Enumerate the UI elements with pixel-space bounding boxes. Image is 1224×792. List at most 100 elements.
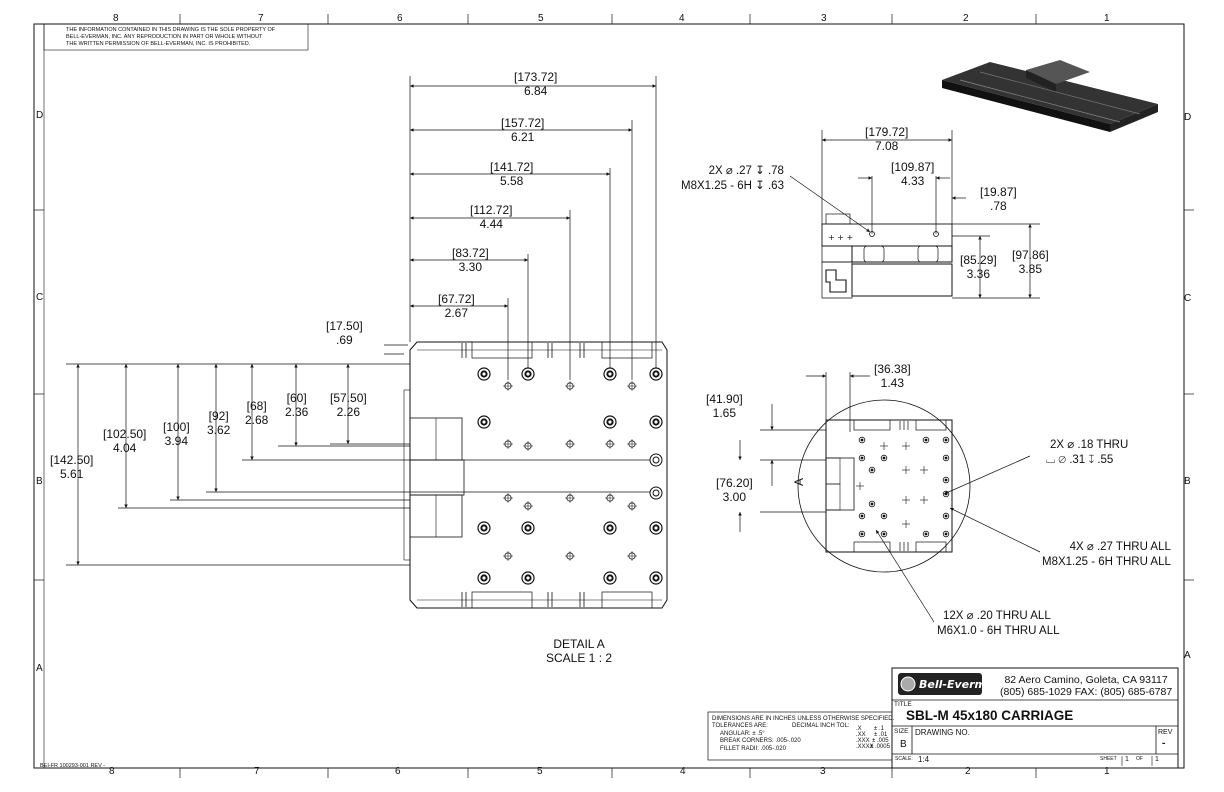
zone-row-right-d: D [1184,112,1192,123]
zone-col-bottom-4: 4 [680,766,686,777]
dim-in: 6.21 [511,130,535,144]
dim-19-87: [19.87].78 [980,185,1017,213]
callout-20-thru: 12X ⌀ .20 THRU ALL M6X1.0 - 6H THRU ALL [937,609,1060,639]
section-label-a: A [792,477,807,487]
dim-in: 5.58 [500,174,524,188]
callout-line-1: 4X ⌀ .27 THRU ALL [1069,541,1171,553]
tol-xx-value: ± .01 [874,732,888,738]
dim-mm: [67.72] [438,292,475,306]
dim-173-72: [173.72]6.84 [514,70,557,98]
side-hole-callout: 2X ⌀ .27 ↧ .78 M8X1.25 - 6H ↧ .63 [681,164,784,194]
dim-85-29: [85.29]3.36 [960,253,997,281]
dim-17-50: [17.50].69 [326,319,363,347]
dim-in: 4.04 [113,441,137,455]
zone-col-bottom-6: 6 [395,766,401,777]
dim-100: [100]3.94 [163,420,190,448]
dim-mm: [97.86] [1012,248,1049,262]
callout-line-2: M8X1.25 - 6H THRU ALL [1042,556,1171,568]
dim-in: 5.61 [60,467,84,481]
dim-mm: [36.38] [874,362,911,376]
company-logo: Bell-Everman [919,678,1002,691]
tolerance-fillet: FILLET RADII: .005-.020 [720,746,786,752]
dim-in: .69 [336,333,353,347]
rev-label: REV [1158,729,1173,736]
form-number: BEI-FR 100293-001 REV - [40,763,106,769]
company-address: 82 Aero Camino, Goleta, CA 93117 [1004,674,1168,686]
detail-label: DETAIL A SCALE 1 : 2 [546,637,612,665]
dim-mm: [112.72] [470,203,513,217]
tolerance-line-1: DIMENSIONS ARE IN INCHES UNLESS OTHERWIS… [712,716,895,722]
detail-scale: SCALE 1 : 2 [546,651,613,665]
dim-in: 3.30 [458,260,483,274]
dim-mm: [19.87] [980,185,1017,199]
zone-col-bottom-5: 5 [537,766,543,777]
callout-line-1: 12X ⌀ .20 THRU ALL [943,610,1051,622]
dim-in: 3.85 [1018,262,1043,276]
dim-mm: [100] [163,420,190,434]
dim-76-20: [76.20]3.00 [716,476,753,504]
size-label: SIZE [894,728,909,735]
zone-row-right-a: A [1184,650,1191,661]
zone-col-top-6: 6 [397,13,403,24]
svg-text:+ + +: + + + [828,233,853,242]
zone-col-top-2: 2 [963,13,969,24]
dim-41-90: [41.90]1.65 [706,392,743,420]
callout-line-2: M6X1.0 - 6H THRU ALL [937,625,1060,637]
dim-57-50: [57.50]2.26 [330,391,367,419]
copyright-line-1: THE INFORMATION CONTAINED IN THIS DRAWIN… [66,27,276,33]
of-label: OF [1136,756,1143,762]
dim-mm: [157.72] [501,116,545,130]
callout-line-2: M8X1.25 - 6H ↧ .63 [681,180,784,192]
dim-in: 7.08 [875,139,899,153]
company-address-block: 82 Aero Camino, Goleta, CA 93117 (805) 6… [1000,674,1172,698]
dim-in: 3.94 [164,434,189,448]
dim-67-72: [67.72]2.67 [438,292,475,320]
dim-mm: [68] [246,399,267,413]
tol-x: .X [856,726,862,732]
tol-xxxx: .XXXX [856,744,874,750]
zone-col-bottom-7: 7 [254,766,260,777]
zone-row-left-d: D [36,110,44,121]
dim-mm: [57.50] [330,391,367,405]
title-label: TITLE [894,701,912,708]
drawing-number-label: DRAWING NO. [915,728,970,737]
detail-title: DETAIL A [553,637,605,651]
dim-in: 2.68 [245,413,269,427]
tolerance-angular: ANGULAR: ± .5° [720,731,765,737]
zone-row-left-a: A [36,663,43,674]
dim-in: 2.26 [336,405,361,419]
dim-in: 2.36 [285,405,309,419]
zone-row-right-c: C [1184,293,1192,304]
tol-xx: .XX [856,732,866,738]
zone-col-bottom-8: 8 [109,766,115,777]
dim-mm: [76.20] [716,476,753,490]
scale-value: 1:4 [918,755,930,764]
dim-mm: [179.72] [865,125,909,139]
dim-in: .78 [990,199,1007,213]
tolerance-line-2: TOLERANCES ARE: [712,723,768,729]
dim-mm: [41.90] [706,392,743,406]
tol-x-value: ± .1 [874,726,884,732]
zone-col-bottom-3: 3 [820,766,826,777]
dim-83-72: [83.72]3.30 [452,246,489,274]
dim-in: 4.44 [479,217,503,231]
dim-141-72: [141.72]5.58 [490,160,533,188]
rev-value: - [1162,738,1166,749]
dim-in: 6.84 [524,84,548,98]
dim-60: [60]2.36 [285,391,308,419]
dim-142-50: [142.50]5.61 [50,453,93,481]
callout-line-1: 2X ⌀ .18 THRU [1050,439,1129,451]
zone-col-top-7: 7 [258,13,264,24]
zone-col-top-8: 8 [113,13,119,24]
zone-col-top-5: 5 [538,13,544,24]
dim-in: 3.36 [966,267,991,281]
zone-col-top-1: 1 [1104,13,1110,24]
scale-label: SCALE: [895,756,913,762]
dim-mm: [83.72] [452,246,489,260]
zone-col-bottom-1: 1 [1104,766,1110,777]
callout-18-thru: 2X ⌀ .18 THRU ⌴ ⌀ .31 ↧ .55 [1046,438,1128,468]
sheet-value: 1 [1125,756,1129,763]
of-value: 1 [1155,756,1159,763]
dim-in: 2.67 [444,306,469,320]
